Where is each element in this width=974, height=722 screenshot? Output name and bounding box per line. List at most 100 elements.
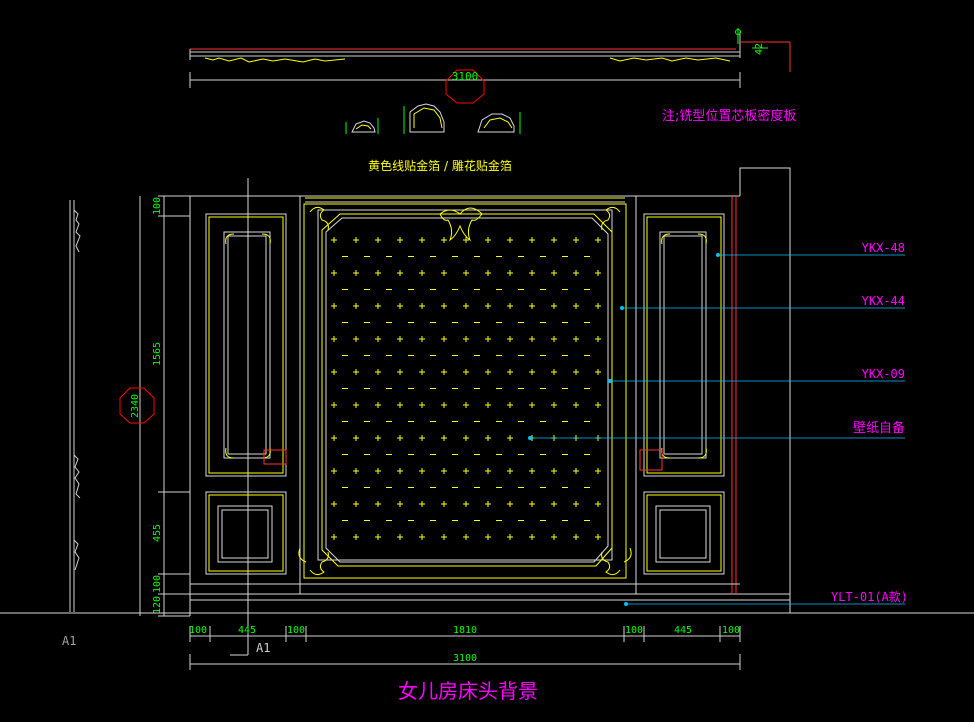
bottom-dim-seg-6: 445 — [674, 625, 692, 636]
tuft-mark — [419, 435, 425, 441]
drawing-title: 女儿房床头背景 — [398, 679, 538, 703]
tuft-mark — [331, 303, 337, 309]
tuft-mark — [353, 369, 359, 375]
tuft-mark — [573, 369, 579, 375]
tuft-mark — [463, 435, 469, 441]
tuft-mark — [507, 336, 513, 342]
bottom-dim-seg-7: 100 — [722, 625, 740, 636]
skirting — [190, 583, 790, 601]
tuft-mark — [397, 402, 403, 408]
tuft-mark — [441, 369, 447, 375]
tuft-mark — [397, 336, 403, 342]
tuft-mark — [419, 402, 425, 408]
center-tufted-panel — [298, 203, 632, 579]
tuft-mark — [485, 303, 491, 309]
tuft-mark — [375, 336, 381, 342]
left-dim-seg-5: 120 — [152, 596, 163, 614]
tuft-mark — [331, 534, 337, 540]
tuft-mark — [419, 534, 425, 540]
tuft-mark — [595, 369, 601, 375]
tuft-mark — [353, 501, 359, 507]
tuft-mark — [485, 270, 491, 276]
tuft-mark — [573, 336, 579, 342]
molding-profile-sections — [345, 103, 521, 134]
tuft-mark — [397, 270, 403, 276]
tuft-mark — [419, 303, 425, 309]
left-column-panels — [205, 213, 287, 575]
tuft-mark — [441, 435, 447, 441]
bottom-dim-seg-2: 445 — [238, 625, 256, 636]
tuft-mark — [463, 237, 469, 243]
tuft-mark — [529, 501, 535, 507]
dimension-hexagon-marker — [445, 69, 485, 104]
top-plan-view: 42 — [189, 28, 791, 72]
tuft-mark — [551, 369, 557, 375]
tuft-mark — [353, 336, 359, 342]
tuft-mark — [419, 270, 425, 276]
tuft-mark — [595, 336, 601, 342]
callout-labels: YKX-48 YKX-44 YKX-09 壁纸自备 YLT-01(A款) — [831, 241, 908, 604]
left-dim-seg-4: 100 — [152, 575, 163, 593]
tuft-mark — [375, 237, 381, 243]
top-overall-dim-text: 3100 — [452, 70, 479, 83]
tuft-mark — [441, 303, 447, 309]
bottom-dimension-texts: 100 445 100 1810 100 445 100 — [189, 625, 740, 636]
elevation-outline — [0, 167, 974, 656]
tuft-mark — [353, 303, 359, 309]
tuft-mark — [551, 468, 557, 474]
tuft-mark — [353, 402, 359, 408]
tuft-mark — [441, 468, 447, 474]
left-dim-seg-1: 100 — [152, 197, 163, 215]
bottom-dimension-chain — [189, 626, 741, 642]
tuft-mark — [573, 501, 579, 507]
tuft-mark — [551, 534, 557, 540]
tuft-mark — [485, 369, 491, 375]
tufting-grid — [331, 237, 601, 540]
tuft-mark — [595, 237, 601, 243]
tuft-mark — [375, 303, 381, 309]
tuft-mark — [375, 369, 381, 375]
tuft-mark — [397, 534, 403, 540]
tuft-mark — [551, 303, 557, 309]
tuft-mark — [529, 336, 535, 342]
tuft-mark — [507, 501, 513, 507]
tuft-mark — [595, 303, 601, 309]
tuft-mark — [397, 369, 403, 375]
tuft-mark — [375, 435, 381, 441]
tuft-mark — [507, 435, 513, 441]
tuft-mark — [419, 468, 425, 474]
tuft-mark — [441, 336, 447, 342]
section-mark-left: A1 — [62, 634, 76, 648]
tuft-mark — [353, 270, 359, 276]
label-ykx44: YKX-44 — [862, 294, 905, 308]
tuft-mark — [595, 534, 601, 540]
tuft-mark — [397, 435, 403, 441]
tuft-mark — [397, 501, 403, 507]
tuft-mark — [331, 501, 337, 507]
tuft-mark — [441, 534, 447, 540]
tuft-mark — [507, 237, 513, 243]
tuft-mark — [507, 402, 513, 408]
tuft-mark — [485, 534, 491, 540]
tuft-mark — [419, 369, 425, 375]
side-section-view — [69, 200, 81, 612]
label-ykx09: YKX-09 — [862, 367, 905, 381]
tuft-mark — [551, 270, 557, 276]
right-column-panels — [639, 213, 725, 575]
profile-medium — [403, 103, 445, 134]
tuft-mark — [441, 270, 447, 276]
tuft-mark — [485, 237, 491, 243]
tuft-mark — [331, 237, 337, 243]
tuft-mark — [529, 534, 535, 540]
tuft-mark — [507, 369, 513, 375]
tuft-mark — [573, 402, 579, 408]
label-ykx48: YKX-48 — [862, 241, 905, 255]
label-ylt01: YLT-01(A款) — [831, 590, 908, 604]
tuft-mark — [353, 237, 359, 243]
tuft-mark — [463, 270, 469, 276]
bottom-dim-seg-1: 100 — [189, 625, 207, 636]
tuft-mark — [595, 402, 601, 408]
tuft-mark — [353, 468, 359, 474]
tuft-mark — [441, 501, 447, 507]
tuft-mark — [529, 369, 535, 375]
